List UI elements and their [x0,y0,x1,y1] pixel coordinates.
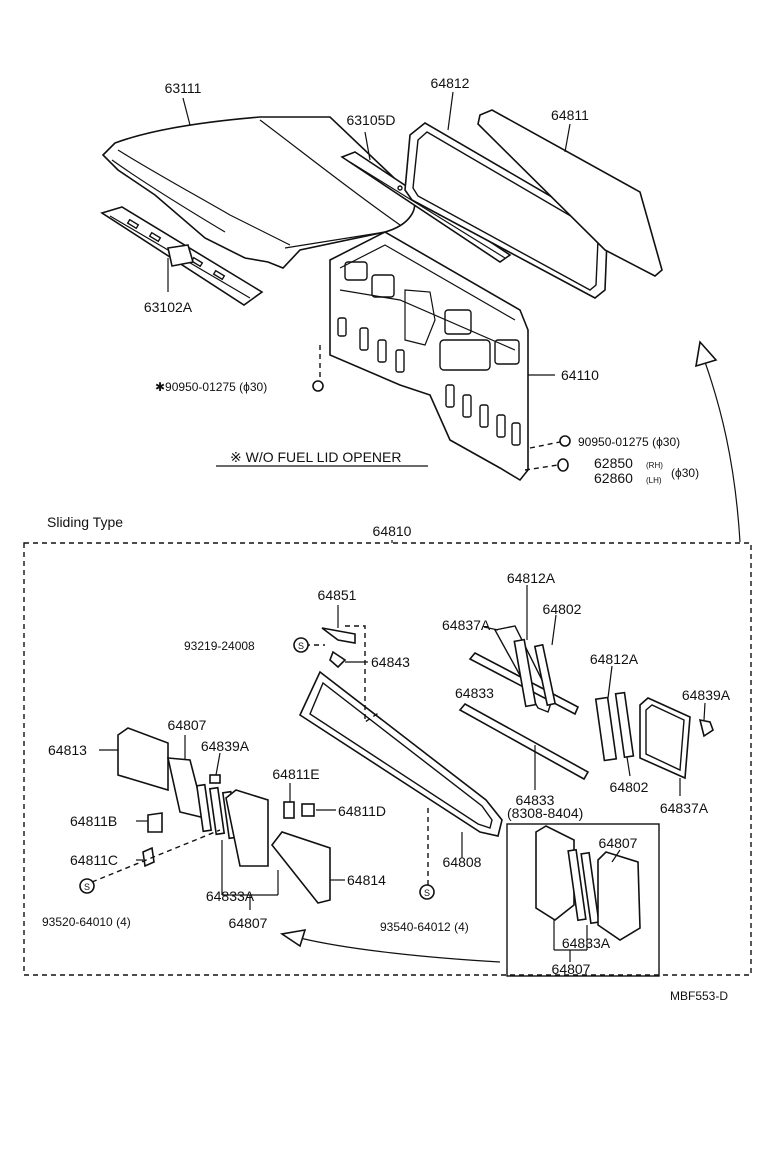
stopper-64811E [283,783,295,819]
note-sliding-type: Sliding Type [47,514,123,530]
glass-64814 [270,831,345,904]
label-64811E: 64811E [272,766,319,782]
arrow-return-left [279,928,501,963]
dashed-guide-bracket [345,625,381,724]
glass-64837A-right [639,697,691,796]
label-64833A-inset: 64833A [562,935,611,951]
label-clip-right: 90950-01275 (ϕ30) [578,435,680,449]
back-panel-64110 [329,231,555,482]
label-64802-bottom: 64802 [610,779,649,795]
label-64851: 64851 [318,587,357,603]
sliding-frame-64808 [298,670,503,858]
hole-plug-left [312,345,324,392]
screw-symbol-93219-s: S [298,641,304,651]
inset-glass-left [535,825,575,921]
label-clip-left: ✱90950-01275 (ϕ30) [155,380,267,394]
inset-bracket-lines [553,920,588,962]
window-weatherstrip-64812 [404,91,608,299]
weatherstrip-64812A-top [513,585,537,708]
label-64812A-right: 64812A [590,651,639,667]
inset-frame [506,823,660,977]
label-64811B: 64811B [70,813,117,829]
label-64833-top: 64833 [455,685,494,701]
latch-64839A-right [698,702,714,738]
clip-64843 [329,650,368,669]
label-93520-64010: 93520-64010 (4) [42,915,131,929]
label-64807-inset-top: 64807 [599,835,638,851]
label-64833A-left: 64833A [206,888,255,904]
label-64837A-top: 64837A [442,617,491,633]
label-63111: 63111 [165,80,202,96]
glass-64807-left [225,789,269,867]
label-62860: 62860 [594,470,633,486]
rail-64833-mid [458,702,590,790]
label-93540-64012: 93540-64012 (4) [380,920,469,934]
screw-symbol-93219 [293,637,309,653]
note-wo-fuel-lid: ※ W/O FUEL LID OPENER [230,449,401,465]
back-glass-64811 [477,109,663,277]
label-64839A-right: 64839A [682,687,731,703]
label-64808: 64808 [443,854,482,870]
label-64110: 64110 [561,367,599,383]
label-64811: 64811 [551,107,589,123]
sliding-type-frame [23,542,752,976]
label-64807-inset-bottom: 64807 [552,961,591,977]
screw-symbol-93520 [79,878,95,894]
label-64812: 64812 [431,75,470,91]
label-63105D: 63105D [346,112,395,128]
roof-header-63102A [100,206,264,306]
label-64802-top: 64802 [543,601,582,617]
label-62850: 62850 [594,455,633,471]
label-64837A-bottom: 64837A [660,800,709,816]
label-64812A-top: 64812A [507,570,556,586]
latch-64839A-left [209,752,221,784]
weatherstrip-64812A-right [594,665,618,762]
label-64807-left: 64807 [229,915,268,931]
bracket-64851 [321,605,356,644]
label-64814: 64814 [347,872,386,888]
label-93219-24008: 93219-24008 [184,639,255,653]
channel-64802-top [533,614,557,707]
label-64833-mid: 64833 [516,792,555,808]
label-62860-side: (LH) [646,476,662,485]
label-64807-top: 64807 [168,717,207,733]
bracket-lines-left [221,840,279,910]
label-64811D: 64811D [338,803,386,819]
label-62850-side: (RH) [646,461,663,470]
label-64813: 64813 [48,742,87,758]
note-date-range: (8308-8404) [507,805,583,821]
stopper-64811D [301,803,336,817]
channel-64802-right [614,691,635,777]
inset-channels [567,848,600,925]
bracket-64811B [136,812,163,833]
label-64810: 64810 [373,523,412,539]
screw-symbol-93540-s: S [424,888,430,898]
label-64811C: 64811C [70,852,118,868]
label-64843: 64843 [371,654,410,670]
label-64839A-left: 64839A [201,738,250,754]
glass-64813 [99,727,169,792]
hole-plug-right [524,435,571,472]
arrow-up-right [694,340,741,543]
bracket-64811C [136,846,155,868]
label-63102A: 63102A [144,299,193,315]
label-6286x-size: (ϕ30) [671,466,699,480]
inset-glass-right [597,849,641,941]
screw-symbol-93540 [419,884,435,900]
figure-code: MBF553-D [670,989,728,1003]
screw-symbol-93520-s: S [84,882,90,892]
